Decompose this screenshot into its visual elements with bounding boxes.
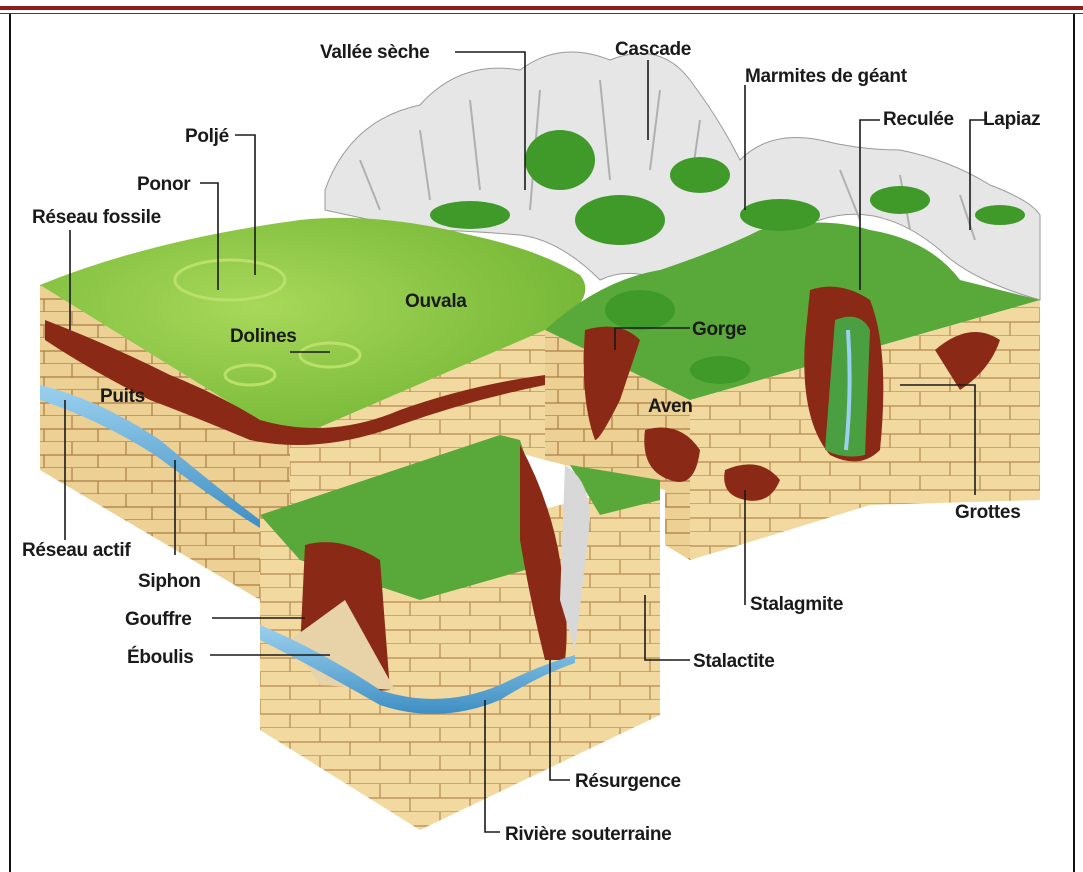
label-aven: Aven <box>648 396 693 417</box>
label-ponor: Ponor <box>137 174 191 195</box>
label-lapiaz: Lapiaz <box>983 109 1040 130</box>
label-eboulis: Éboulis <box>127 646 194 668</box>
label-puits: Puits <box>100 386 145 407</box>
label-vallee-seche: Vallée sèche <box>320 42 429 63</box>
label-gouffre: Gouffre <box>125 609 192 630</box>
label-cascade: Cascade <box>615 39 691 60</box>
label-marmites: Marmites de géant <box>745 66 908 87</box>
label-gorge: Gorge <box>692 319 746 340</box>
label-dolines: Dolines <box>230 326 297 347</box>
label-ouvala: Ouvala <box>405 291 467 312</box>
label-stalactite: Stalactite <box>693 651 774 672</box>
label-reculee: Reculée <box>883 109 954 130</box>
label-reseau-actif: Réseau actif <box>22 540 131 561</box>
label-riviere: Rivière souterraine <box>505 824 671 845</box>
label-grottes: Grottes <box>955 502 1020 523</box>
label-reseau-fossile: Réseau fossile <box>32 207 161 228</box>
label-polje: Poljé <box>185 126 229 147</box>
label-siphon: Siphon <box>138 571 201 592</box>
label-stalagmite: Stalagmite <box>750 594 843 615</box>
label-resurgence: Résurgence <box>575 771 681 792</box>
